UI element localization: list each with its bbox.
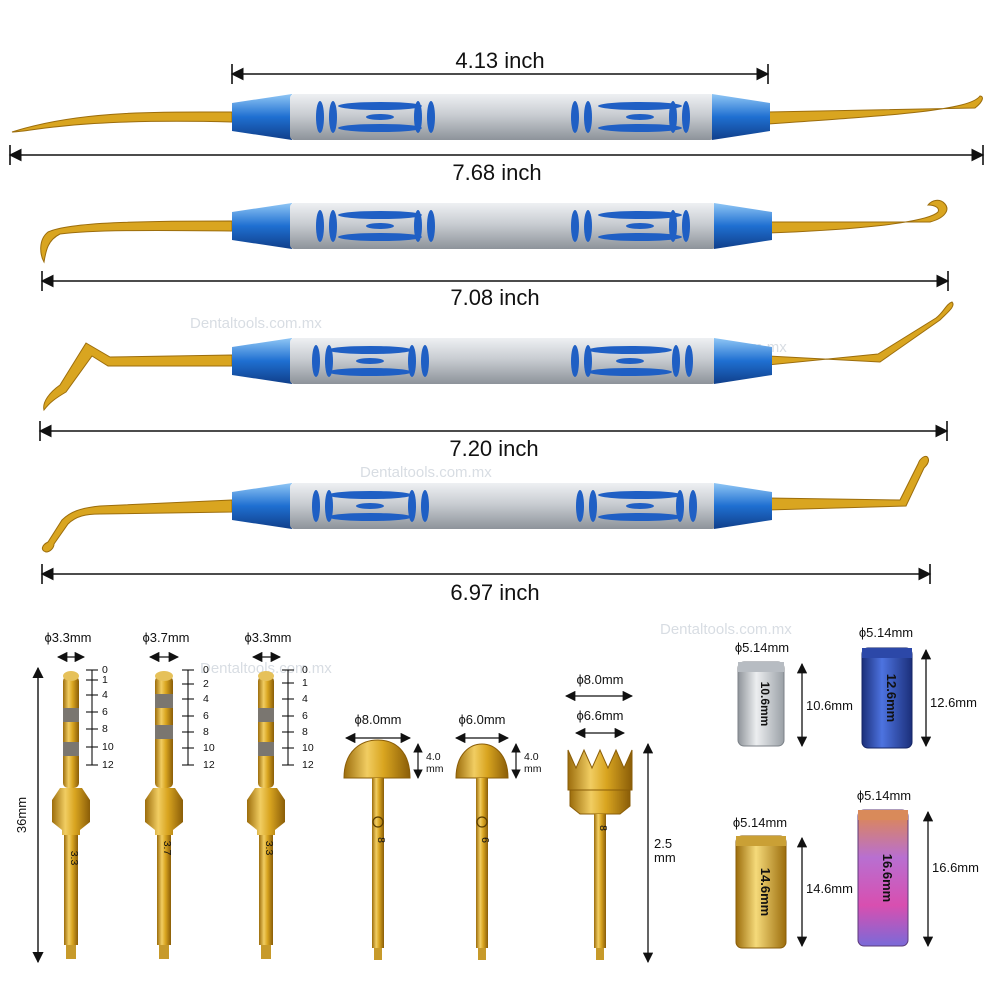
- watermark: Dentaltools.com.mx: [360, 464, 492, 481]
- depth-mark: 12: [203, 759, 215, 771]
- trephine-outer-diameter: ϕ8.0mm: [576, 672, 623, 687]
- depth-mark: 0: [203, 664, 209, 676]
- depth-mark: 10: [102, 741, 114, 753]
- stop-engraving-1: 10.6mm: [758, 682, 772, 727]
- length-label-2: 7.08 inch: [450, 285, 539, 310]
- drill-code-3: 3.3: [263, 841, 275, 856]
- length-label-1: 7.68 inch: [452, 160, 541, 185]
- depth-mark: 12: [102, 759, 114, 771]
- stop-height-4: 16.6mm: [932, 860, 979, 875]
- stop-height-3: 14.6mm: [806, 881, 853, 896]
- dome-height-unit-1: mm: [426, 763, 444, 775]
- watermark: Dentaltools.com.mx: [200, 660, 332, 677]
- depth-mark: 6: [302, 710, 308, 722]
- dome-diameter-1: ϕ8.0mm: [354, 712, 401, 727]
- dome-diameter-2: ϕ6.0mm: [458, 712, 505, 727]
- depth-mark: 10: [203, 742, 215, 754]
- trephine-depth: 2.5: [654, 836, 672, 851]
- stop-height-2: 12.6mm: [930, 695, 977, 710]
- depth-mark: 1: [102, 674, 108, 686]
- depth-scale-3: [282, 669, 294, 766]
- twist-drill-2: 3.7: [145, 671, 183, 959]
- drill-code-2: 3.7: [161, 841, 173, 856]
- stop-height-1: 10.6mm: [806, 698, 853, 713]
- dome-height-2: 4.0: [524, 751, 539, 763]
- depth-mark: 8: [102, 723, 108, 735]
- drill-code-1: 3.3: [68, 851, 80, 866]
- depth-mark: 2: [203, 678, 209, 690]
- depth-mark: 8: [302, 726, 308, 738]
- depth-mark: 4: [102, 689, 108, 701]
- depth-mark: 0: [302, 664, 308, 676]
- depth-mark: 6: [102, 706, 108, 718]
- length-label-4: 6.97 inch: [450, 580, 539, 605]
- trephine-depth-unit: mm: [654, 850, 676, 865]
- depth-scale-2: [182, 669, 194, 766]
- dome-code-1: 8: [375, 837, 387, 843]
- length-label-3: 7.20 inch: [449, 436, 538, 461]
- dome-code-2: 6: [479, 837, 491, 843]
- depth-scale-1: [86, 669, 98, 766]
- depth-mark: 1: [302, 677, 308, 689]
- scaler-instrument-3: [43, 301, 954, 412]
- scaler-instrument-2: [40, 199, 948, 264]
- stop-engraving-2: 12.6mm: [884, 674, 899, 722]
- stop-diameter-4: ϕ5.14mm: [857, 788, 911, 803]
- depth-mark: 4: [203, 693, 209, 705]
- stop-engraving-4: 16.6mm: [880, 854, 895, 902]
- depth-mark: 10: [302, 742, 314, 754]
- dome-height-1: 4.0: [426, 751, 441, 763]
- depth-mark: 12: [302, 759, 314, 771]
- depth-mark: 0: [102, 664, 108, 676]
- trephine-code: 8: [597, 825, 609, 831]
- twist-drill-3: 3.3: [247, 671, 285, 959]
- drill-diameter-2: ϕ3.7mm: [142, 630, 189, 645]
- depth-stop-14-6: 14.6mm: [735, 835, 787, 949]
- depth-mark: 4: [302, 693, 308, 705]
- drill-diameter-1: ϕ3.3mm: [44, 630, 91, 645]
- dome-height-unit-2: mm: [524, 763, 542, 775]
- watermark: Dentaltools.com.mx: [190, 315, 322, 332]
- twist-drill-1: 3.3: [52, 671, 90, 959]
- trephine-bur: 8: [567, 748, 633, 960]
- scaler-instrument-4: [41, 455, 929, 553]
- depth-stop-12-6: 12.6mm: [861, 647, 913, 749]
- depth-mark: 6: [203, 710, 209, 722]
- watermark: Dentaltools.com.mx: [660, 621, 792, 638]
- drill-diameter-3: ϕ3.3mm: [244, 630, 291, 645]
- stop-engraving-3: 14.6mm: [758, 868, 773, 916]
- stop-diameter-3: ϕ5.14mm: [733, 815, 787, 830]
- dome-bur-8mm: 8: [343, 739, 411, 960]
- depth-stop-10-6: 10.6mm: [737, 661, 785, 747]
- stop-diameter-2: ϕ5.14mm: [859, 625, 913, 640]
- drill-length-label: 36mm: [14, 797, 29, 833]
- dome-bur-6mm: 6: [455, 743, 509, 960]
- trephine-inner-diameter: ϕ6.6mm: [576, 708, 623, 723]
- handle-length-label: 4.13 inch: [455, 48, 544, 73]
- depth-mark: 8: [203, 726, 209, 738]
- scaler-instrument-1: [11, 94, 983, 140]
- stop-diameter-1: ϕ5.14mm: [735, 640, 789, 655]
- depth-stop-16-6: 16.6mm: [857, 809, 909, 947]
